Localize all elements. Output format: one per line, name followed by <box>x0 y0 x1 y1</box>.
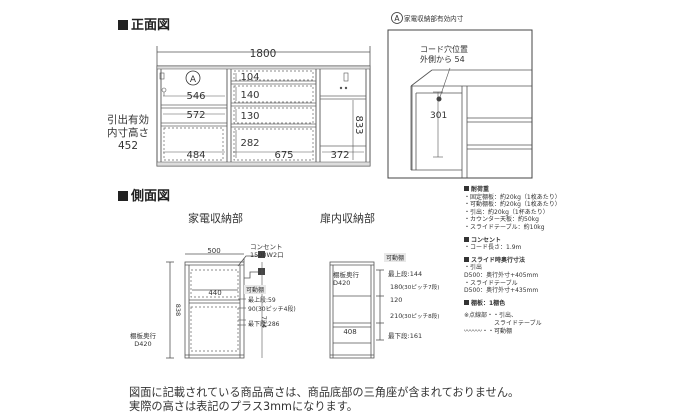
cabinet-depth-line: 棚板奥行 <box>333 271 359 279</box>
dim-372: 372 <box>330 150 349 161</box>
footer-notes: 図面に記載されている商品高さは、商品底部の三角座が含まれておりません。 実際の高… <box>129 386 669 414</box>
dim-282: 282 <box>240 138 259 149</box>
cabinet-row3-note: (30ピッチ8段) <box>402 312 439 320</box>
spec-legend-item: スライドテーブル <box>494 319 542 327</box>
overall-width-dim: 1800 <box>250 48 277 60</box>
spec-slide-item: D500：奥行外寸+405mm <box>464 271 539 279</box>
cabinet-row2-dim: 120 <box>390 296 402 304</box>
detail-outlet-line: コード穴位置 <box>420 45 468 54</box>
spec-load-item: ・引出：約20kg（1杯あたり） <box>464 208 549 216</box>
detail-outlet-note: コード穴位置 外側から 54 <box>420 45 468 65</box>
spec-slide-item: D500：奥行外寸+435mm <box>464 287 539 295</box>
heading-square-icon <box>118 20 128 30</box>
overall-height-dim: 833 <box>353 115 364 134</box>
spec-outlet-item: ・コード長さ：1.9m <box>464 244 522 252</box>
appliance-outlet-line: コンセント <box>250 243 283 251</box>
dim-130: 130 <box>240 111 259 122</box>
cabinet-row1-dim: 180 <box>390 283 402 291</box>
cabinet-dim-408: 408 <box>343 328 356 336</box>
appliance-outlet-line: 1500W2口 <box>250 251 284 259</box>
drawer-label-line: 452 <box>117 140 139 152</box>
appliance-shelf-depth: 棚板奥行 D420 <box>130 332 156 348</box>
appliance-lower-shelf: 最下段:286 <box>248 321 280 328</box>
spec-load-item: ・固定棚板：約20kg（1枚あたり） <box>464 193 561 201</box>
cabinet-section-title: 扉内収納部 <box>320 212 375 225</box>
cabinet-upper-shelf: 最上段:144 <box>388 270 423 278</box>
appliance-dim-724: 724 <box>260 316 268 328</box>
detail-outlet-line: 外側から 54 <box>420 55 465 64</box>
footer-note-line: 実際の高さは表記のプラス3mmになります。 <box>129 400 358 413</box>
heading-square-icon <box>118 191 128 201</box>
spec-legend-item: ※点線部・・引出、 <box>464 312 518 320</box>
compartment-marker-label: A <box>190 75 197 85</box>
appliance-depth-line: D420 <box>134 340 152 348</box>
cabinet-depth-line: D420 <box>333 279 351 287</box>
appliance-depth-line: 棚板奥行 <box>130 332 156 340</box>
drawer-label-line: 内寸高さ <box>107 127 149 139</box>
dim-572: 572 <box>186 110 205 121</box>
dim-675: 675 <box>274 150 293 161</box>
spec-load-heading: 耐荷重 <box>464 186 674 194</box>
dim-546: 546 <box>186 91 205 102</box>
spec-slide-heading: スライド時奥行寸法 <box>464 257 674 265</box>
appliance-outlet-label: コンセント 1500W2口 <box>250 243 284 259</box>
cabinet-movable-tag: 可動棚 <box>384 253 407 262</box>
dim-140: 140 <box>240 90 259 101</box>
appliance-upper-shelf: 最上段:59 <box>248 297 276 304</box>
appliance-movable-tag: 可動棚 <box>244 285 267 294</box>
cabinet-shelf-depth: 棚板奥行 D420 <box>333 271 359 287</box>
front-view-heading-text: 正面図 <box>131 18 171 33</box>
spec-outlet-heading: コンセント <box>464 237 674 245</box>
drawer-inner-height-label: 引出有効 内寸高さ 452 <box>100 114 156 153</box>
cabinet-row1-note: (30ピッチ7段) <box>402 283 439 291</box>
cabinet-lower-shelf: 最下段:161 <box>388 332 423 340</box>
compartment-marker-circle <box>185 70 201 86</box>
spec-load-item: ・カウンター天板：約50kg <box>464 216 539 224</box>
appliance-dim-440: 440 <box>208 289 221 297</box>
spec-shelf-heading: 棚板：1棚色 <box>464 300 674 308</box>
spec-load-item: ・可動棚板：約20kg（1枚あたり） <box>464 201 561 209</box>
detail-title: 家電収納部有効内寸 <box>404 15 464 23</box>
spec-slide-item: ・引出 <box>464 264 483 272</box>
side-view-heading: 側面図 <box>118 185 170 204</box>
dim-484: 484 <box>186 150 205 161</box>
side-view-heading-text: 側面図 <box>131 189 171 204</box>
appliance-pitch: 90(30ピッチ4段) <box>248 306 296 313</box>
cabinet-row3-dim: 210 <box>390 312 402 320</box>
front-view-heading: 正面図 <box>118 14 170 33</box>
detail-marker-label: A <box>394 14 400 23</box>
spec-legend-item: 〰〰〰・・可動棚 <box>464 327 513 335</box>
specs-panel: 耐荷重 ・固定棚板：約20kg（1枚あたり） ・可動棚板：約20kg（1枚あたり… <box>464 186 674 335</box>
footer-note-line: 図面に記載されている商品高さは、商品底部の三角座が含まれておりません。 <box>129 386 520 399</box>
appliance-dim-838: 838 <box>174 304 182 316</box>
dim-104: 104 <box>240 72 259 83</box>
appliance-section-title: 家電収納部 <box>188 212 243 225</box>
spec-load-item: ・スライドテーブル：約10kg <box>464 223 545 231</box>
drawer-label-line: 引出有効 <box>107 114 149 126</box>
detail-dim-301: 301 <box>430 111 447 121</box>
appliance-dim-500: 500 <box>207 247 220 255</box>
spec-slide-item: ・スライドテーブル <box>464 279 518 287</box>
